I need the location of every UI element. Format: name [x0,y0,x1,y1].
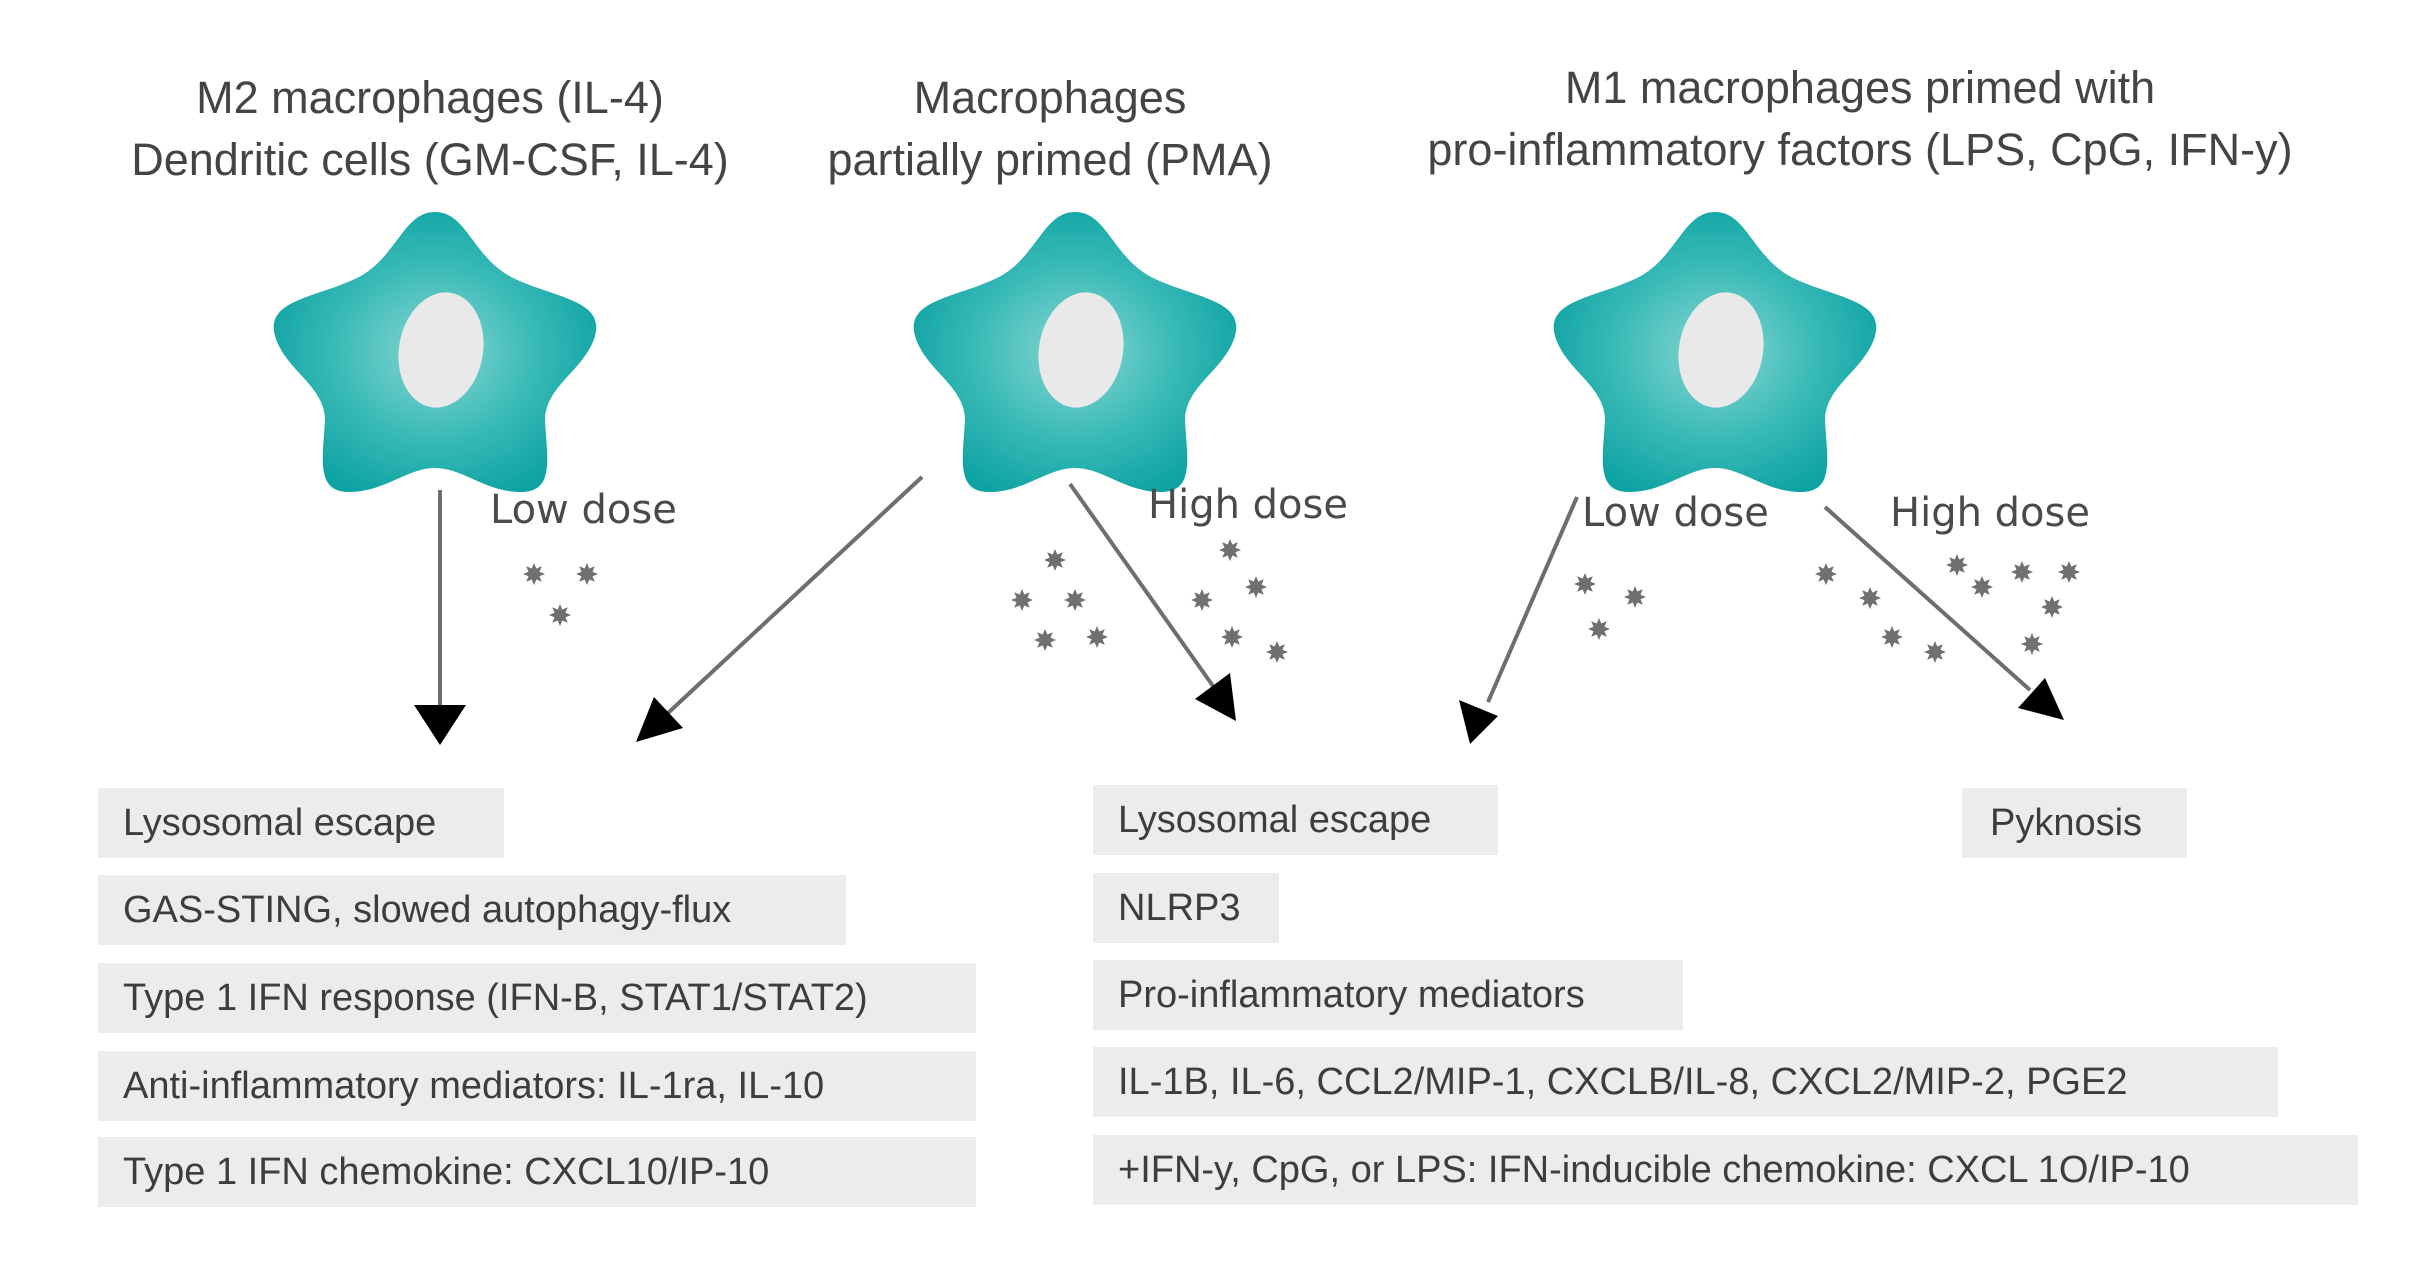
arrow-pma-low-dose [636,475,924,742]
dose-label-m1-high: High dose [1890,490,2090,536]
particles-pma-high-dose [1011,539,1288,663]
dose-label-pma-high: High dose [1148,482,1348,528]
arrow-m2-low-dose [414,490,466,745]
outcome-box-pyknosis: Pyknosis [1962,788,2187,858]
outcome-box-left-1: Lysosomal escape [98,788,504,858]
title-m1-line1: M1 macrophages primed with [1564,62,2156,113]
cell-pma-icon [913,212,1237,492]
cell-m1-icon [1553,212,1877,492]
arrow-pma-high-dose [1068,482,1236,721]
title-pma-line2: partially primed (PMA) [827,134,1273,185]
title-m2-macrophages: M2 macrophages (IL-4) Dendritic cells (G… [80,67,780,191]
title-pma-macrophages: Macrophages partially primed (PMA) [750,67,1350,191]
title-m2-line1: M2 macrophages (IL-4) [196,72,664,123]
particles-m2-low-dose [523,563,598,626]
outcome-box-left-2: GAS-STING, slowed autophagy-flux [98,875,846,945]
outcome-box-right-4: IL-1B, IL-6, CCL2/MIP-1, CXCLB/IL-8, CXC… [1093,1047,2278,1117]
outcome-box-right-5: +IFN-y, CpG, or LPS: IFN-inducible chemo… [1093,1135,2358,1205]
title-m2-line2: Dendritic cells (GM-CSF, IL-4) [131,134,729,185]
outcome-box-right-3: Pro-inflammatory mediators [1093,960,1683,1030]
outcome-box-right-2: NLRP3 [1093,873,1279,943]
arrow-m1-low-dose [1459,496,1579,744]
outcome-box-left-5: Type 1 IFN chemokine: CXCL10/IP-10 [98,1137,976,1207]
outcome-box-left-4: Anti-inflammatory mediators: IL-1ra, IL-… [98,1051,976,1121]
particles-m1-high-dose [1815,554,2080,663]
title-m1-line2: pro-inflammatory factors (LPS, CpG, IFN-… [1427,124,2293,175]
dose-label-m1-low: Low dose [1582,490,1769,536]
dose-label-m2-low: Low dose [490,487,677,533]
outcome-box-right-1: Lysosomal escape [1093,785,1498,855]
particles-m1-low-dose [1574,573,1646,640]
title-m1-macrophages: M1 macrophages primed with pro-inflammat… [1360,57,2360,181]
cell-m2-icon [273,212,597,492]
arrow-m1-high-dose [1823,505,2064,720]
title-pma-line1: Macrophages [913,72,1187,123]
outcome-box-left-3: Type 1 IFN response (IFN-B, STAT1/STAT2) [98,963,976,1033]
